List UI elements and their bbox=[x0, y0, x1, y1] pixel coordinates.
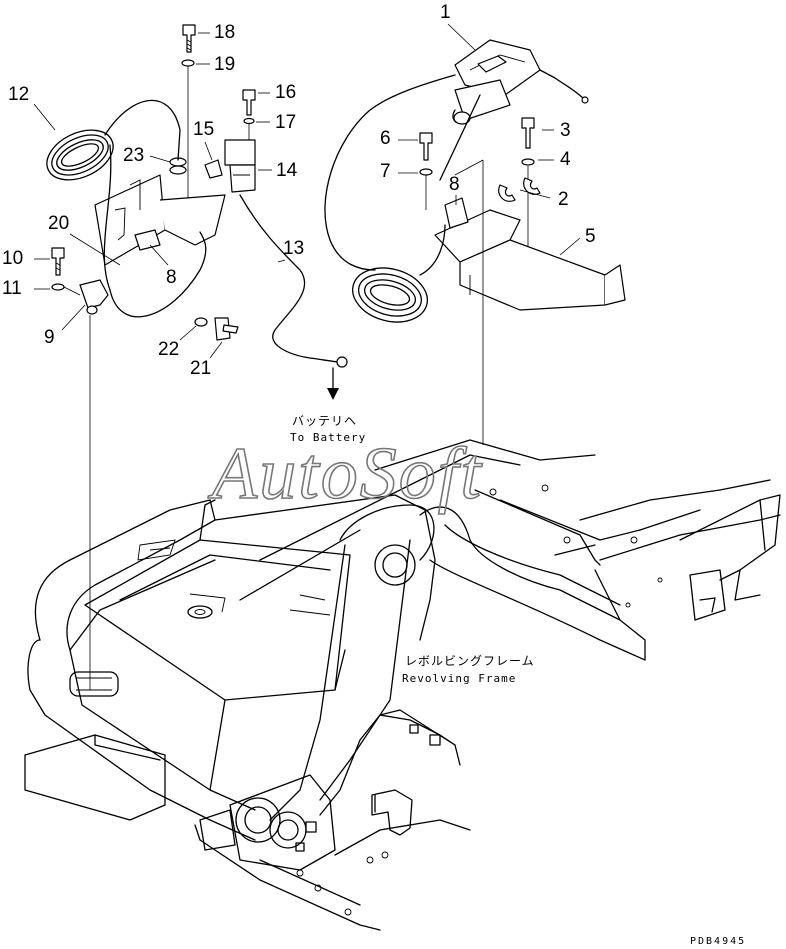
callout-8-right: 8 bbox=[449, 174, 460, 195]
callout-2: 2 bbox=[558, 189, 569, 210]
callout-13: 13 bbox=[283, 238, 304, 259]
callout-21: 21 bbox=[190, 358, 211, 379]
callout-10: 10 bbox=[2, 248, 23, 269]
callout-9: 9 bbox=[44, 327, 55, 348]
callout-15: 15 bbox=[193, 119, 214, 140]
callout-7: 7 bbox=[380, 161, 391, 182]
battery-label-jp: バッテリヘ bbox=[292, 414, 357, 428]
callout-19: 19 bbox=[214, 54, 235, 75]
frame-label-en: Revolving Frame bbox=[402, 672, 516, 685]
annotations: バッテリヘ To Battery レボルビングフレーム Revolving Fr… bbox=[290, 414, 746, 947]
callout-labels: 1 2 3 4 5 6 7 8 8 9 10 11 12 13 14 15 16… bbox=[2, 2, 596, 379]
callout-20: 20 bbox=[48, 213, 69, 234]
left-bracket-assembly bbox=[46, 24, 348, 690]
callout-11: 11 bbox=[2, 278, 22, 299]
callout-6: 6 bbox=[380, 128, 391, 149]
callout-17: 17 bbox=[275, 112, 296, 133]
battery-label-en: To Battery bbox=[290, 431, 366, 444]
callout-16: 16 bbox=[275, 82, 296, 103]
callout-4: 4 bbox=[560, 149, 571, 170]
callout-23: 23 bbox=[123, 145, 144, 166]
callout-1: 1 bbox=[440, 2, 451, 23]
callout-14: 14 bbox=[276, 160, 298, 181]
callout-18: 18 bbox=[214, 22, 235, 43]
frame-label-jp: レボルビングフレーム bbox=[405, 654, 535, 668]
callout-5: 5 bbox=[585, 226, 596, 247]
callout-12: 12 bbox=[8, 84, 29, 105]
revolving-frame bbox=[24, 439, 781, 931]
drawing-code: PDB4945 bbox=[690, 936, 746, 947]
callout-3: 3 bbox=[560, 120, 571, 141]
right-bracket-assembly bbox=[324, 39, 626, 445]
watermark: AutoSoft bbox=[207, 433, 483, 515]
callout-8-left: 8 bbox=[166, 267, 177, 288]
callout-22: 22 bbox=[158, 339, 179, 360]
